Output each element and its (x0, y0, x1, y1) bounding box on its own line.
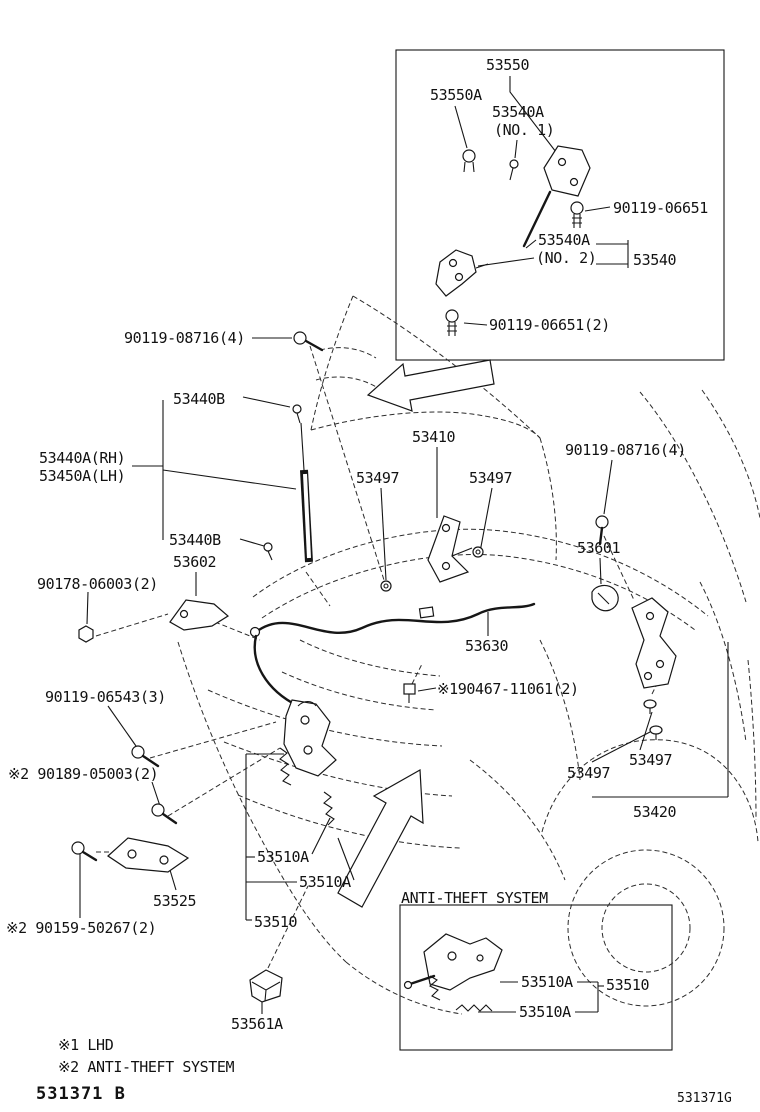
label-53550: 53550 (486, 56, 530, 74)
label-no1: (NO. 1) (494, 121, 555, 139)
anti-theft-box (399, 904, 673, 1051)
doc-number-left: 531371 B (36, 1084, 126, 1104)
label-53550a: 53550A (430, 86, 482, 104)
footnote-lhd: ※1 LHD (58, 1036, 114, 1054)
label-53497-lower: 53497 (567, 764, 611, 782)
label-53601: 53601 (577, 539, 621, 557)
label-90119-08716-left: 90119-08716(4) (124, 329, 245, 347)
label-53497-upper: 53497 (629, 751, 673, 769)
label-53561a: 53561A (231, 1015, 283, 1033)
label-53540: 53540 (633, 251, 677, 269)
footnote-anti-theft: ※2 ANTI-THEFT SYSTEM (58, 1058, 235, 1076)
label-53602: 53602 (173, 553, 217, 571)
label-90178-06003: 90178-06003(2) (37, 575, 158, 593)
label-90467-11061: ※190467-11061(2) (437, 680, 579, 698)
label-53510: 53510 (254, 913, 298, 931)
label-53420: 53420 (633, 803, 677, 821)
direction-arrows (337, 359, 495, 908)
car-body-outline (177, 295, 760, 1015)
label-anti-theft-header: ANTI-THEFT SYSTEM (401, 889, 548, 907)
label-at-53510a-2: 53510A (519, 1003, 571, 1021)
label-53440b-top: 53440B (173, 390, 225, 408)
label-90119-06651-2: 90119-06651(2) (489, 316, 610, 334)
label-53440b-bottom: 53440B (169, 531, 221, 549)
label-53525: 53525 (153, 892, 197, 910)
inset-top-box (395, 49, 725, 361)
part-shapes (71, 145, 677, 1012)
doc-number-right: 531371G (677, 1091, 732, 1106)
label-53497-right: 53497 (469, 469, 513, 487)
leader-lines (79, 76, 729, 1014)
label-at-53510: 53510 (606, 976, 650, 994)
label-53450a-lh: 53450A(LH) (39, 467, 126, 485)
label-no2: (NO. 2) (536, 249, 597, 267)
label-53410: 53410 (412, 428, 456, 446)
label-53497-left: 53497 (356, 469, 400, 487)
label-90159-50267: ※2 90159-50267(2) (6, 919, 157, 937)
label-53540a-no2: 53540A (538, 231, 590, 249)
label-53510a-1: 53510A (257, 848, 309, 866)
label-53540a-no1: 53540A (492, 103, 544, 121)
label-90119-08716-right: 90119-08716(4) (565, 441, 686, 459)
label-53510a-2: 53510A (299, 873, 351, 891)
label-53440a-rh: 53440A(RH) (39, 449, 126, 467)
label-90189-05003: ※2 90189-05003(2) (8, 765, 159, 783)
label-53630: 53630 (465, 637, 509, 655)
label-at-53510a-1: 53510A (521, 973, 573, 991)
label-90119-06651: 90119-06651 (613, 199, 708, 217)
label-90119-06543: 90119-06543(3) (45, 688, 166, 706)
